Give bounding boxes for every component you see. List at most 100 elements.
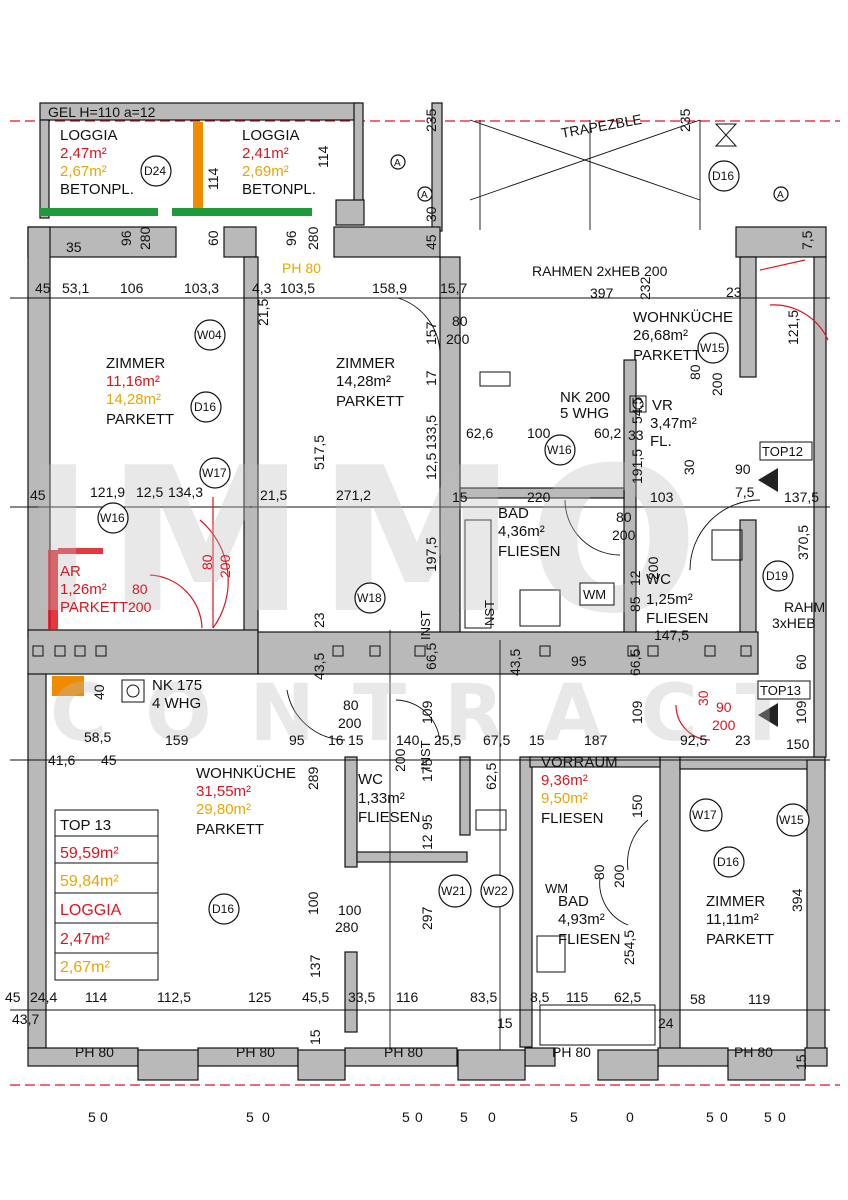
svg-text:103,5: 103,5 xyxy=(280,280,315,296)
svg-text:PH 80: PH 80 xyxy=(236,1044,275,1060)
room-zimmer-3: ZIMMER 11,11m² PARKETT xyxy=(706,893,774,948)
marker-d16-wohnkueche: D16 xyxy=(212,902,234,916)
svg-text:95: 95 xyxy=(419,814,435,830)
svg-text:394: 394 xyxy=(789,888,805,912)
svg-text:ZIMMER: ZIMMER xyxy=(336,355,395,372)
marker-w04: W04 xyxy=(197,328,222,342)
loggia-edge-left xyxy=(40,208,158,216)
svg-text:PARKETT: PARKETT xyxy=(60,599,128,616)
svg-text:1,25m²: 1,25m² xyxy=(646,591,693,608)
svg-text:0: 0 xyxy=(488,1109,496,1125)
svg-text:92,5: 92,5 xyxy=(680,732,707,748)
svg-text:VORRAUM: VORRAUM xyxy=(541,754,618,771)
svg-text:21,5: 21,5 xyxy=(255,299,271,326)
svg-text:15: 15 xyxy=(497,1015,513,1031)
svg-text:53,1: 53,1 xyxy=(62,280,89,296)
header-gel: GEL H=110 a=12 xyxy=(48,104,156,120)
svg-text:254,5: 254,5 xyxy=(621,930,637,965)
boxed-labels: TOP12 TOP13 WM WM INST INST NST xyxy=(418,441,813,896)
svg-text:200: 200 xyxy=(392,748,408,772)
svg-text:24,4: 24,4 xyxy=(30,989,57,1005)
room-bad: BAD 4,93m² FLIESEN xyxy=(558,893,621,948)
svg-text:187: 187 xyxy=(584,732,608,748)
svg-text:60: 60 xyxy=(205,230,221,246)
svg-text:297: 297 xyxy=(419,906,435,930)
header-rahmen-right: RAHM xyxy=(784,599,825,615)
svg-text:58: 58 xyxy=(690,991,706,1007)
svg-text:147,5: 147,5 xyxy=(654,627,689,643)
svg-text:200: 200 xyxy=(612,527,636,543)
header-rahmen-right2: 3xHEB xyxy=(772,615,816,631)
svg-text:200: 200 xyxy=(128,599,152,615)
svg-text:125: 125 xyxy=(248,989,272,1005)
svg-text:0: 0 xyxy=(262,1109,270,1125)
svg-text:232: 232 xyxy=(637,276,653,300)
svg-text:12: 12 xyxy=(419,834,435,850)
svg-text:45,5: 45,5 xyxy=(302,989,329,1005)
svg-text:BAD: BAD xyxy=(498,505,529,522)
label-top12: TOP12 xyxy=(762,444,803,459)
svg-text:62,6: 62,6 xyxy=(466,425,493,441)
svg-text:11,16m²: 11,16m² xyxy=(106,373,160,390)
svg-text:21,5: 21,5 xyxy=(260,487,287,503)
svg-text:397: 397 xyxy=(590,285,614,301)
svg-text:VR: VR xyxy=(652,397,673,414)
marker-d19: D19 xyxy=(766,569,788,583)
svg-text:25,5: 25,5 xyxy=(434,732,461,748)
marker-a2: A xyxy=(421,190,428,201)
svg-text:WC: WC xyxy=(358,771,383,788)
svg-text:80: 80 xyxy=(616,509,632,525)
svg-text:0: 0 xyxy=(626,1109,634,1125)
svg-text:80: 80 xyxy=(591,864,607,880)
svg-text:137,5: 137,5 xyxy=(784,489,819,505)
svg-text:BETONPL.: BETONPL. xyxy=(60,181,134,198)
svg-text:33: 33 xyxy=(628,427,644,443)
arrow-marker-top12 xyxy=(758,468,778,492)
svg-text:PH 80: PH 80 xyxy=(282,260,321,276)
svg-text:80: 80 xyxy=(199,554,215,570)
svg-text:16: 16 xyxy=(328,732,344,748)
svg-text:5: 5 xyxy=(706,1109,714,1125)
svg-text:45: 45 xyxy=(101,752,117,768)
svg-text:31,55m²: 31,55m² xyxy=(196,783,251,800)
svg-text:45: 45 xyxy=(30,487,46,503)
svg-text:9,50m²: 9,50m² xyxy=(541,790,588,807)
svg-text:PH 80: PH 80 xyxy=(384,1044,423,1060)
svg-text:FLIESEN: FLIESEN xyxy=(646,610,709,627)
svg-text:109: 109 xyxy=(793,700,809,724)
summary-loggia-red: 2,47m² xyxy=(60,931,110,948)
svg-text:2,47m²: 2,47m² xyxy=(60,145,107,162)
label-wm-bottom: WM xyxy=(545,881,568,896)
label-nst: NST xyxy=(482,600,497,626)
svg-text:220: 220 xyxy=(527,489,551,505)
svg-text:175: 175 xyxy=(419,758,435,782)
arrow-marker-top13 xyxy=(758,703,778,727)
room-loggia-1: LOGGIA 2,47m² 2,67m² BETONPL. xyxy=(60,127,134,198)
room-loggia-2: LOGGIA 2,41m² 2,69m² BETONPL. xyxy=(242,127,316,198)
svg-text:0: 0 xyxy=(100,1109,108,1125)
watermark-big: IMMO xyxy=(20,425,710,658)
svg-text:62,5: 62,5 xyxy=(483,763,499,790)
svg-text:5: 5 xyxy=(460,1109,468,1125)
svg-text:PARKETT: PARKETT xyxy=(106,411,174,428)
svg-text:45: 45 xyxy=(35,280,51,296)
svg-text:5: 5 xyxy=(246,1109,254,1125)
svg-text:PARKETT: PARKETT xyxy=(706,931,774,948)
svg-text:4,36m²: 4,36m² xyxy=(498,523,545,540)
svg-text:43,7: 43,7 xyxy=(12,1011,39,1027)
svg-text:54,5: 54,5 xyxy=(629,397,645,424)
marker-w15-top: W15 xyxy=(700,341,725,355)
svg-text:158,9: 158,9 xyxy=(372,280,407,296)
svg-text:235: 235 xyxy=(423,108,439,132)
svg-text:60,2: 60,2 xyxy=(594,425,621,441)
summary-top: TOP 13 xyxy=(60,817,111,834)
svg-text:PARKETT: PARKETT xyxy=(633,347,701,364)
room-vr: VR 3,47m² FL. xyxy=(650,397,697,450)
svg-text:60: 60 xyxy=(793,654,809,670)
svg-text:119: 119 xyxy=(748,991,771,1007)
dimensions: 235 235 114 114 30 45 7,5 35 96 280 60 9… xyxy=(5,108,819,1125)
marker-d24: D24 xyxy=(144,164,166,178)
marker-w21: W21 xyxy=(441,884,466,898)
svg-text:121,9: 121,9 xyxy=(90,484,125,500)
svg-text:200: 200 xyxy=(709,372,725,396)
